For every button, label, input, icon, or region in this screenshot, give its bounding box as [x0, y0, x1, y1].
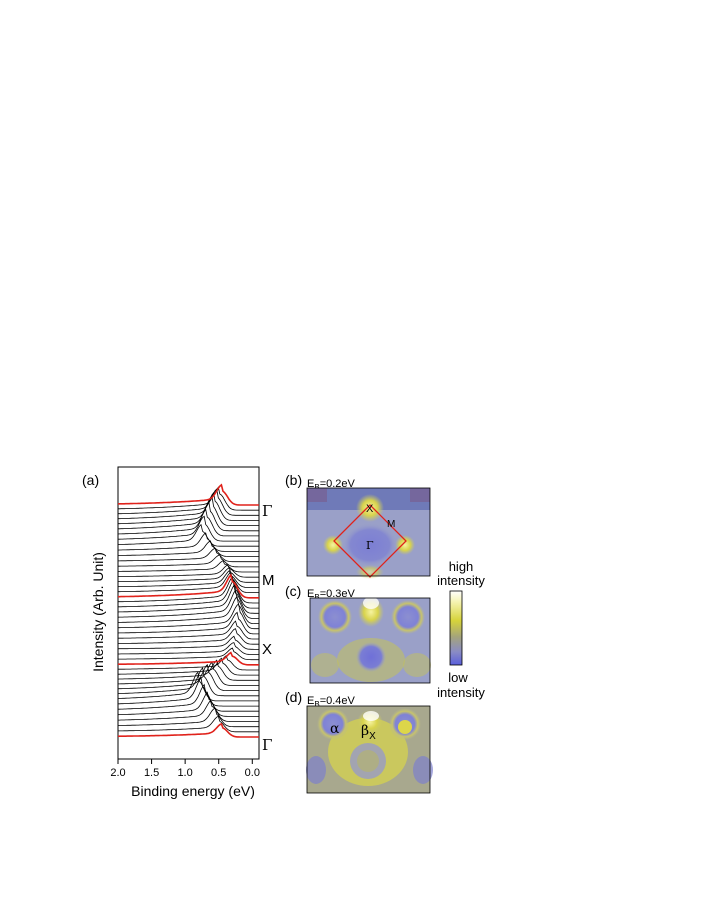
- point-m-b: M: [387, 519, 395, 530]
- edc-curve: [118, 579, 259, 609]
- edc-curve-highlighted: [118, 722, 259, 738]
- edc-curve: [118, 523, 259, 547]
- panel-d-label: (d): [285, 689, 302, 705]
- edc-curve: [118, 532, 259, 552]
- edc-curve-highlighted: [118, 483, 259, 506]
- y-axis-label: Intensity (Arb. Unit): [90, 552, 106, 672]
- edc-curve: [118, 540, 259, 557]
- edc-curve: [118, 659, 259, 681]
- panel-a-label: (a): [82, 472, 99, 488]
- edc-curve: [118, 571, 259, 593]
- edc-curve: [118, 595, 259, 624]
- edc-curve: [118, 628, 259, 645]
- panel-b-energy: EB=0.2eV: [307, 478, 356, 492]
- x-axis-label: Binding energy (eV): [131, 783, 255, 799]
- edc-curve: [118, 676, 259, 707]
- colorbar: [449, 590, 463, 666]
- edc-curve: [118, 589, 259, 619]
- edc-curve: [118, 603, 259, 630]
- edc-curve: [118, 663, 259, 691]
- edc-curve: [118, 569, 259, 588]
- edc-curves: [118, 483, 259, 738]
- colorbar-low-1: low: [448, 670, 468, 685]
- intensity-map-c: [309, 597, 431, 684]
- tick-label-1-5: 1.5: [144, 767, 159, 779]
- edc-curve: [118, 508, 259, 537]
- panel-c-label: (c): [285, 583, 301, 599]
- plot-frame: [117, 466, 260, 760]
- edc-curve: [118, 657, 259, 676]
- tick-label-1-0: 1.0: [177, 767, 192, 779]
- edc-curve: [118, 715, 259, 733]
- edc-curve: [118, 707, 259, 728]
- edc-curve: [118, 647, 259, 661]
- alpha-label: α: [330, 721, 340, 737]
- edc-curve: [118, 564, 259, 578]
- label-gamma-bottom: Γ: [262, 736, 272, 754]
- edc-curve: [118, 655, 259, 671]
- edc-curve: [118, 584, 259, 614]
- intensity-map-b: [306, 487, 431, 579]
- tick-label-2-0: 2.0: [110, 767, 125, 779]
- edc-curve: [118, 699, 259, 722]
- label-m: M: [262, 572, 275, 589]
- beta-label: βX: [361, 723, 376, 742]
- edc-curve: [118, 496, 259, 526]
- point-x-b: X: [366, 503, 374, 515]
- edc-curve: [118, 501, 259, 532]
- edc-curve: [118, 635, 259, 650]
- tick-label-0-5: 0.5: [211, 767, 226, 779]
- edc-curve: [118, 611, 259, 635]
- edc-curve: [118, 661, 259, 686]
- edc-curve: [118, 554, 259, 568]
- edc-curve: [118, 491, 259, 521]
- colorbar-low-2: intensity: [437, 685, 485, 700]
- edc-curve-highlighted: [118, 573, 259, 599]
- edc-curve: [118, 671, 259, 702]
- panel-b-label: (b): [285, 472, 302, 488]
- edc-curve: [118, 560, 259, 573]
- intensity-map-d: [306, 705, 433, 794]
- panel-c-energy: EB=0.3eV: [307, 588, 356, 602]
- colorbar-high-1: high: [449, 559, 474, 574]
- edc-curve: [118, 642, 259, 655]
- brillouin-zone-boundary: [333, 504, 407, 578]
- label-gamma-top: Γ: [262, 502, 272, 520]
- colorbar-high-2: intensity: [437, 573, 485, 588]
- tick-label-0-0: 0.0: [245, 767, 260, 779]
- edc-curve: [118, 515, 259, 542]
- point-gamma-b: Γ: [366, 539, 374, 552]
- edc-curve: [118, 486, 259, 511]
- edc-curve: [118, 567, 259, 583]
- edc-curve: [118, 576, 259, 604]
- edc-curve-highlighted: [118, 651, 259, 666]
- edc-curve: [118, 683, 259, 712]
- edc-curve: [118, 691, 259, 717]
- edc-curve: [118, 547, 259, 563]
- edc-curve: [118, 666, 259, 697]
- panel-d-energy: EB=0.4eV: [307, 695, 356, 709]
- edc-curve: [118, 620, 259, 640]
- x-axis-ticks: [117, 759, 253, 764]
- edc-curve: [118, 488, 259, 516]
- label-x: X: [262, 641, 272, 658]
